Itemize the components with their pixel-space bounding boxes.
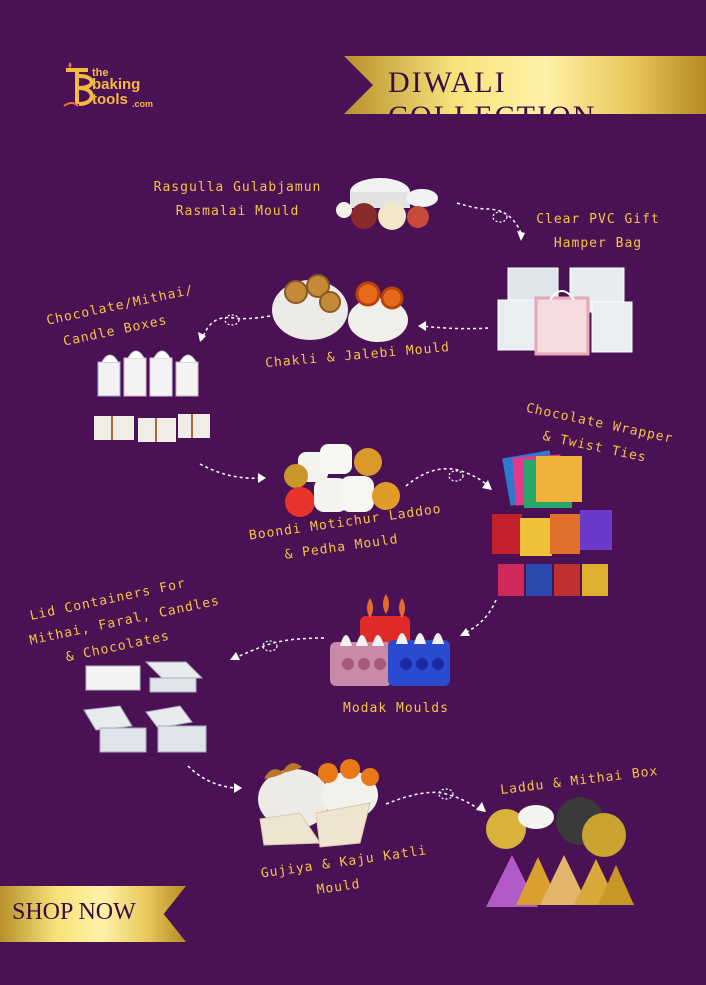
brand-logo[interactable]: the baking tools .com [62,62,172,112]
rasgulla-mould-image[interactable] [330,170,445,235]
diwali-collection-banner: DIWALI COLLECTION [344,56,706,114]
dashed-arrow-icon [460,599,497,636]
shop-now-label: SHOP NOW [12,899,136,925]
dashed-arrow-icon [198,314,271,342]
laddoo-pedha-mould-image[interactable] [282,440,402,520]
brand-line2: baking [92,76,141,93]
dashed-arrow-icon [418,321,489,331]
banner-title: DIWALI COLLECTION [388,66,597,133]
label-pvc-bag: Clear PVC Gift Hamper Bag [536,212,660,251]
dashed-arrow-icon [385,788,486,813]
gujiya-kaju-katli-mould-image[interactable] [250,755,380,850]
baking-tools-logo-icon [63,62,94,107]
dashed-arrow-icon [230,637,325,661]
lid-containers-image[interactable] [80,650,212,758]
brand-line3: tools [92,91,128,108]
label-modak: Modak Moulds [343,701,449,716]
modak-moulds-image[interactable] [326,592,454,692]
label-rasgulla: Rasgulla Gulabjamun Rasmalai Mould [153,180,322,219]
brand-line1: the [92,67,109,79]
candle-boxes-image[interactable] [92,346,212,451]
dashed-arrow-icon [456,202,525,241]
dashed-arrow-icon [187,765,242,793]
chakli-jalebi-mould-image[interactable] [268,270,413,345]
dashed-arrow-icon [405,468,492,490]
shop-now-button[interactable]: SHOP NOW [0,886,186,942]
pvc-gift-bag-image[interactable] [496,266,636,358]
label-gujiya: Gujiya & Kaju Katli Mould [259,843,429,898]
dashed-arrow-icon [199,463,266,483]
brand-suffix: .com [132,99,154,109]
chocolate-wrapper-image[interactable] [490,448,620,598]
laddu-mithai-box-image[interactable] [480,795,638,915]
